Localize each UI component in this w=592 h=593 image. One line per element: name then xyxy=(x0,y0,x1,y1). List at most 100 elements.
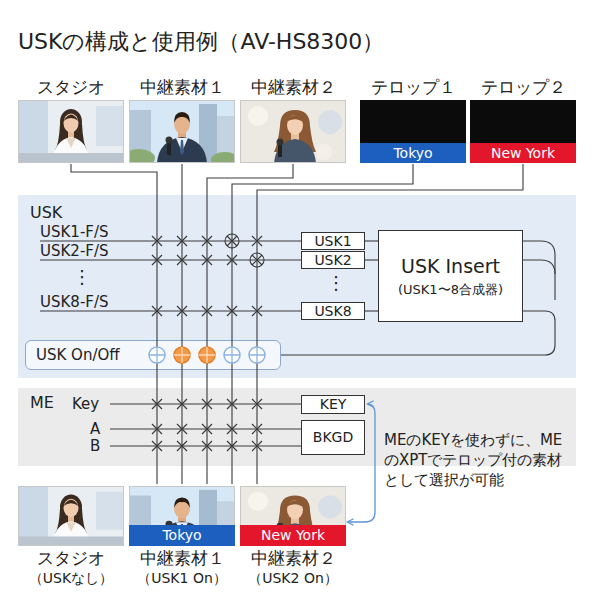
crosspoint xyxy=(202,306,212,316)
crosspoint xyxy=(202,441,212,451)
selected-crosspoint xyxy=(225,234,239,248)
source-image: スタジオ xyxy=(18,76,124,164)
reporter-photo xyxy=(240,486,346,546)
on-button xyxy=(199,347,215,363)
box-label: USK8 xyxy=(314,303,351,320)
me-section: MEKEYBKGD xyxy=(18,388,576,466)
crosspoint xyxy=(152,399,162,409)
off-button xyxy=(249,347,265,363)
box-label: USK1 xyxy=(314,233,351,250)
telop-text: Tokyo xyxy=(360,143,466,163)
output-image: Tokyo中継素材１（USK1 On） xyxy=(129,486,235,590)
source-image: 中継素材２ xyxy=(240,76,346,164)
box-label: USK2 xyxy=(314,252,351,269)
telop-text: New York xyxy=(240,525,346,546)
off-button xyxy=(224,347,240,363)
output-name: 中継素材１ xyxy=(129,548,235,568)
connector xyxy=(365,240,378,241)
onoff-buttons xyxy=(149,347,265,363)
signal-name: USK1-F/S xyxy=(40,225,109,240)
box-label: USK Insert xyxy=(401,255,500,278)
keyer-box: USK8 xyxy=(301,302,365,320)
crosspoint xyxy=(177,236,187,246)
crosspoint xyxy=(152,236,162,246)
bus-line xyxy=(40,259,301,260)
output-note: （USKなし） xyxy=(18,568,124,588)
reporter-photo xyxy=(123,100,239,168)
reporter-photo xyxy=(240,100,346,163)
output-image: New York中継素材２（USK2 On） xyxy=(240,486,346,590)
source-line xyxy=(71,164,157,484)
bus-name: A xyxy=(90,421,100,437)
photo-frame xyxy=(241,101,346,163)
bus-line xyxy=(110,428,301,429)
selected-crosspoint xyxy=(250,253,264,267)
section-title: USK xyxy=(30,203,62,223)
crosspoint xyxy=(152,306,162,316)
crosspoint xyxy=(252,236,262,246)
connector xyxy=(365,310,378,311)
crosspoint xyxy=(227,424,237,434)
output-name: スタジオ xyxy=(18,548,124,568)
output-name: 中継素材２ xyxy=(240,548,346,568)
off-button xyxy=(149,347,165,363)
source-line xyxy=(257,164,523,484)
crosspoint xyxy=(202,255,212,265)
key-box: KEY xyxy=(301,395,365,414)
source-name: テロップ２ xyxy=(470,76,576,98)
off-button xyxy=(249,347,265,363)
telop-text: Tokyo xyxy=(129,525,235,546)
source-name: スタジオ xyxy=(18,76,124,98)
source-line xyxy=(181,164,182,484)
box-label: USK On/Off xyxy=(36,346,120,364)
output-note: （USK1 On） xyxy=(129,568,235,588)
insert-output xyxy=(523,260,555,274)
photo-frame xyxy=(241,487,346,546)
photo-frame xyxy=(130,487,235,546)
telop-black xyxy=(470,100,576,163)
crosspoint xyxy=(227,441,237,451)
photo-frame xyxy=(19,487,124,546)
edge-layer xyxy=(281,241,555,355)
off-button xyxy=(149,347,165,363)
telop-image: テロップ１Tokyo xyxy=(360,76,466,164)
crosspoint xyxy=(177,424,187,434)
crosspoint xyxy=(152,441,162,451)
telop-image: テロップ２New York xyxy=(470,76,576,164)
crosspoint xyxy=(202,424,212,434)
ellipsis-dots: ⋮ xyxy=(73,266,91,288)
crosspoint xyxy=(252,399,262,409)
signal-name: USK8-F/S xyxy=(40,295,109,310)
bus-line xyxy=(110,403,301,404)
telop-text: New York xyxy=(470,143,576,163)
crosspoint xyxy=(177,306,187,316)
ellipsis-dots: ⋮ xyxy=(327,271,345,295)
photo-frame xyxy=(130,101,235,163)
crosspoint xyxy=(227,255,237,265)
box-label: KEY xyxy=(320,396,347,413)
on-button xyxy=(174,347,190,363)
crosspoints xyxy=(152,234,264,451)
onoff-panel: USK On/Off xyxy=(25,340,281,370)
crosspoint xyxy=(252,255,262,265)
connector xyxy=(281,311,555,355)
insert-output xyxy=(523,241,555,300)
crosspoint xyxy=(202,236,212,246)
callout-arrow xyxy=(348,404,375,522)
crosspoint xyxy=(227,306,237,316)
photo-frame xyxy=(19,101,124,163)
usk-section: USKUSK1USK2USK Insert(USK1〜8合成器)USK8USK … xyxy=(18,195,576,378)
box-sublabel: (USK1〜8合成器) xyxy=(398,282,503,298)
keyer-combiner: USK Insert (USK1〜8合成器) xyxy=(378,230,523,322)
source-image: 中継素材１ xyxy=(129,76,235,164)
title: USKの構成と使用例（AV-HS8300） xyxy=(18,28,578,56)
off-button xyxy=(224,347,240,363)
crosspoint xyxy=(202,399,212,409)
crosspoint xyxy=(252,306,262,316)
crosspoint xyxy=(227,399,237,409)
bkgd-box: BKGD xyxy=(301,420,365,455)
